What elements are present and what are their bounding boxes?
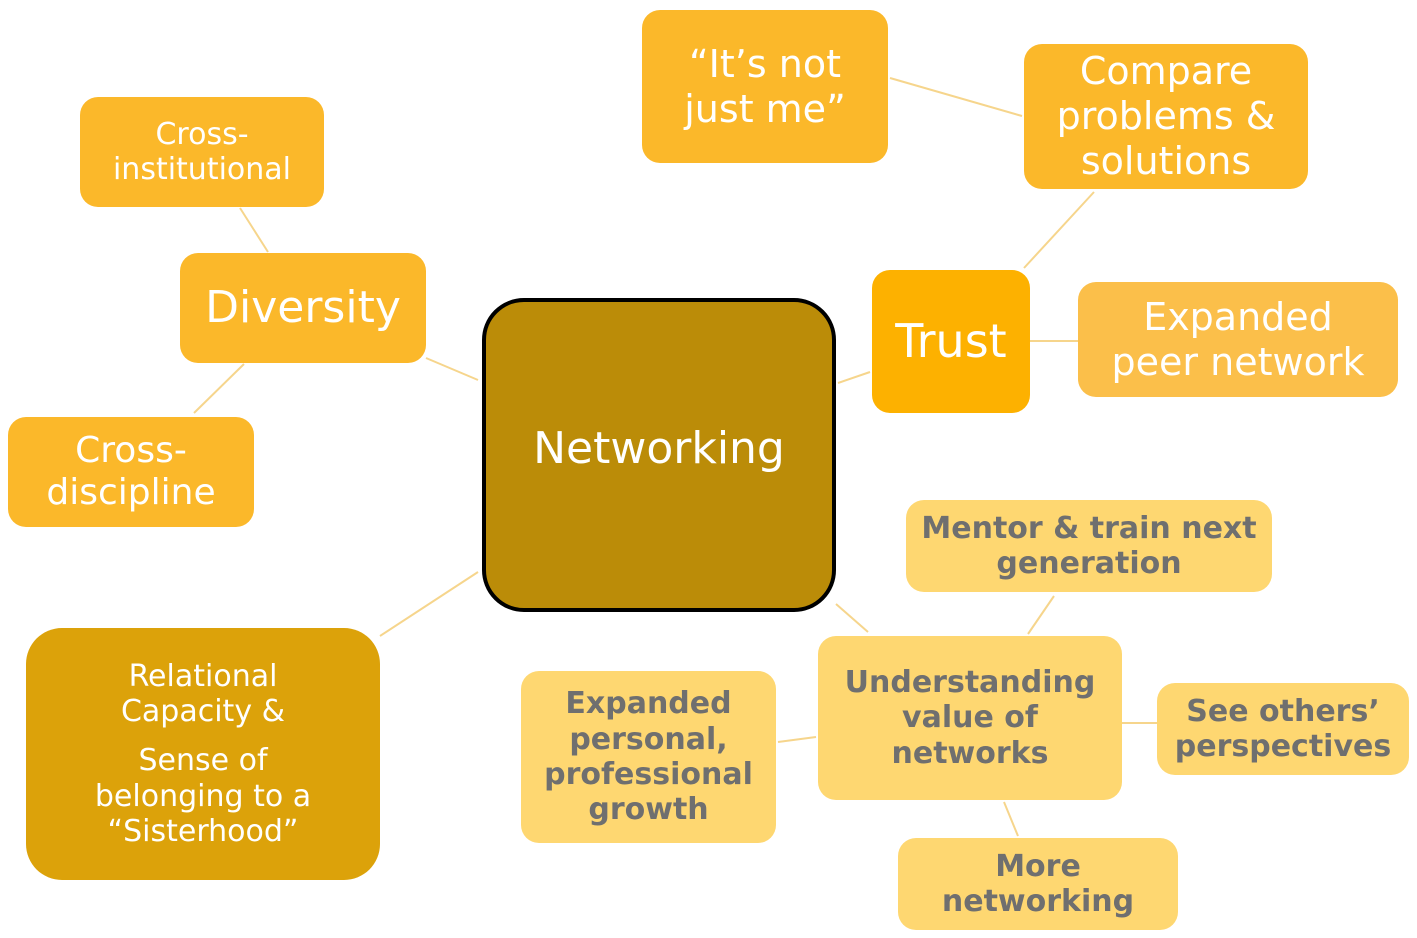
- node-line: Relational: [128, 658, 278, 694]
- networking-hub-label: Networking: [533, 423, 785, 475]
- node-line: Cross-: [155, 116, 249, 152]
- diversity-label: Diversity: [205, 282, 401, 334]
- not-just-me-node: “It’s not just me”: [642, 10, 888, 163]
- node-line: just me”: [684, 86, 846, 131]
- expanded-peer-network-node: Expanded peer network: [1078, 282, 1398, 397]
- node-line: problems &: [1056, 94, 1276, 139]
- node-line: “It’s not: [689, 41, 841, 86]
- node-line: networks: [891, 735, 1049, 771]
- connector-hub-trust: [837, 371, 871, 384]
- node-line: value of: [902, 700, 1038, 736]
- trust-label: Trust: [895, 314, 1007, 369]
- connector-understanding-mentor: [1027, 595, 1055, 635]
- relational-capacity-node: Relational Capacity & Sense of belonging…: [26, 628, 380, 880]
- node-line: growth: [588, 792, 709, 828]
- node-line: “Sisterhood”: [107, 814, 299, 850]
- more-networking-node: More networking: [898, 838, 1178, 930]
- node-line: See others’: [1186, 693, 1380, 729]
- node-line: Sense of: [138, 743, 268, 779]
- node-line: Capacity &: [120, 693, 286, 729]
- node-line: Mentor & train next: [921, 510, 1257, 546]
- diversity-node: Diversity: [180, 253, 426, 363]
- networking-hub-node: Networking: [482, 298, 836, 612]
- connector-diversity-cross-institutional: [239, 207, 269, 253]
- node-line: Expanded: [565, 686, 732, 722]
- node-line: Understanding: [844, 664, 1096, 700]
- node-line: Compare: [1079, 49, 1253, 94]
- node-line: Expanded: [1143, 294, 1333, 339]
- connector-not-just-me-compare: [889, 77, 1023, 117]
- connector-understanding-personal: [777, 736, 817, 743]
- compare-problems-node: Compare problems & solutions: [1024, 44, 1308, 189]
- connector-trust-compare: [1023, 191, 1095, 269]
- node-line: professional: [544, 757, 753, 792]
- cross-institutional-node: Cross- institutional: [80, 97, 324, 207]
- connector-understanding-more: [1003, 801, 1019, 837]
- understanding-value-node: Understanding value of networks: [818, 636, 1122, 800]
- connector-hub-relational: [379, 571, 479, 637]
- node-line: More: [995, 848, 1081, 884]
- connector-hub-understanding: [835, 603, 869, 633]
- node-line: discipline: [46, 472, 216, 513]
- node-line: networking: [941, 884, 1135, 919]
- others-perspectives-node: See others’ perspectives: [1157, 683, 1409, 775]
- node-line: solutions: [1080, 138, 1252, 183]
- node-line: perspectives: [1174, 729, 1392, 764]
- cross-discipline-node: Cross- discipline: [8, 417, 254, 527]
- node-line: personal,: [569, 721, 728, 757]
- node-line: belonging to a: [94, 778, 312, 814]
- node-line: Cross-: [75, 429, 187, 471]
- node-line: generation: [996, 546, 1182, 581]
- trust-node: Trust: [872, 270, 1030, 413]
- node-line: peer network: [1111, 339, 1365, 384]
- mentor-train-node: Mentor & train next generation: [906, 500, 1272, 592]
- personal-growth-node: Expanded personal, professional growth: [521, 671, 776, 843]
- connector-hub-diversity: [425, 357, 479, 381]
- node-line: institutional: [112, 152, 292, 187]
- connector-diversity-cross-discipline: [193, 363, 245, 414]
